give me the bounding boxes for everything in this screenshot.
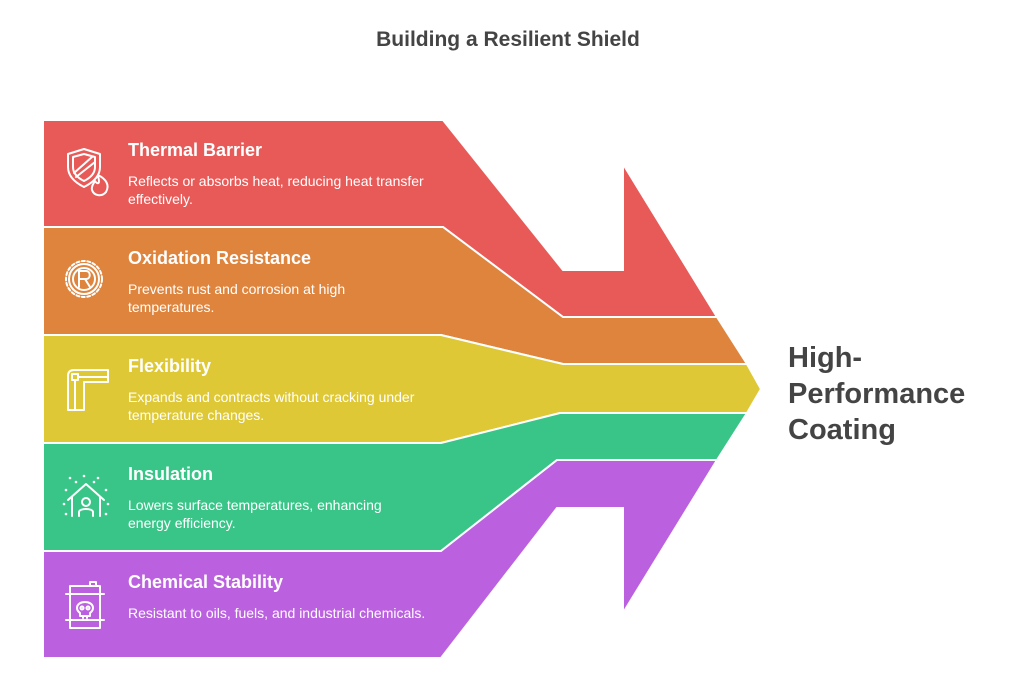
shield-fire-icon <box>67 148 109 197</box>
result-line: High- <box>788 342 863 374</box>
item-title: Chemical Stability <box>128 572 284 592</box>
pipe-elbow-icon <box>67 369 109 411</box>
item-description: Expands and contracts without cracking u… <box>128 389 415 423</box>
item-thermal-barrier: Thermal Barrier Reflects or absorbs heat… <box>128 139 428 208</box>
result-line: Coating <box>788 414 896 446</box>
item-insulation: Insulation Lowers surface temperatures, … <box>128 463 428 532</box>
item-oxidation-resistance: Oxidation Resistance Prevents rust and c… <box>128 247 428 316</box>
item-flexibility: Flexibility Expands and contracts withou… <box>128 355 428 424</box>
house-person-icon <box>62 474 110 517</box>
gear-r-icon <box>65 260 103 298</box>
item-title: Insulation <box>128 464 213 484</box>
item-description: Reflects or absorbs heat, reducing heat … <box>128 173 424 207</box>
diagram-title: Building a Resilient Shield <box>376 28 640 51</box>
item-title: Thermal Barrier <box>128 140 263 160</box>
item-title: Oxidation Resistance <box>128 248 312 268</box>
item-description: Prevents rust and corrosion at high temp… <box>128 281 346 315</box>
item-description: Lowers surface temperatures, enhancing e… <box>128 497 382 531</box>
chemical-barrel-icon <box>65 581 105 629</box>
item-title: Flexibility <box>128 356 212 376</box>
item-description: Resistant to oils, fuels, and industrial… <box>128 605 426 621</box>
item-chemical-stability: Chemical Stability Resistant to oils, fu… <box>128 571 428 622</box>
result-label: High- Performance Coating <box>788 340 1008 448</box>
result-line: Performance <box>788 378 966 410</box>
band-chemical-stability <box>42 459 719 659</box>
